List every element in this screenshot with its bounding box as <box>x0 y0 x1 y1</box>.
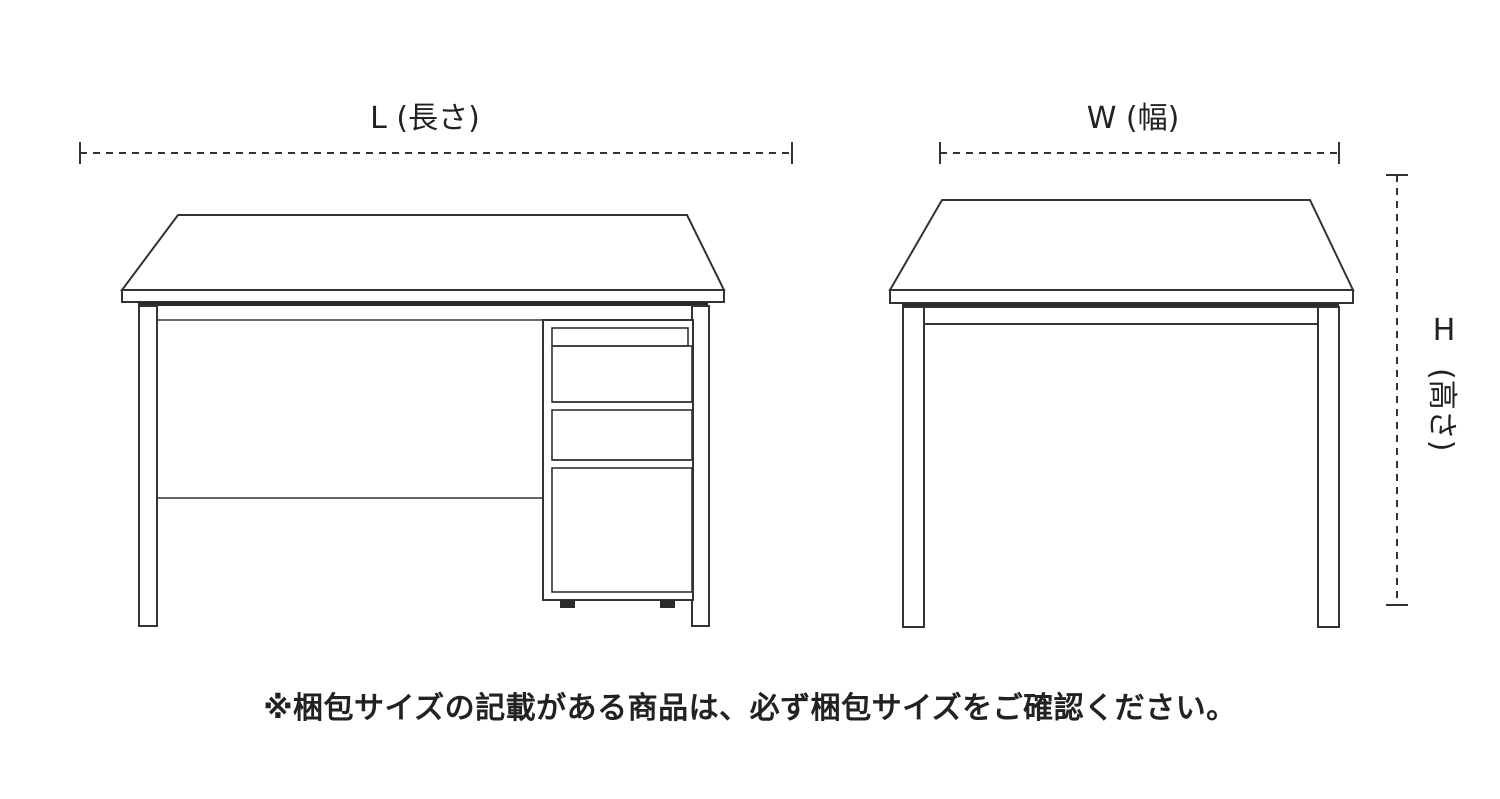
desk-front-leg-left <box>138 305 158 627</box>
drawer-3 <box>551 467 693 593</box>
height-label-paren: (高さ) <box>1424 368 1459 451</box>
height-label-letter: H <box>1433 313 1456 348</box>
desk-side-top-edge <box>889 289 1354 304</box>
desk-side-view <box>888 199 1355 628</box>
desk-front-top-shadow <box>138 302 708 306</box>
width-dimension: W (幅) <box>939 101 1340 164</box>
desk-front-top-surface <box>120 214 726 291</box>
desk-side-leg-left <box>902 306 925 628</box>
packaging-size-note: ※梱包サイズの記載がある商品は、必ず梱包サイズをご確認ください。 <box>263 691 1237 726</box>
drawer-foot-right <box>660 600 675 608</box>
desk-side-leg-right <box>1317 306 1340 628</box>
desk-side-top-shadow <box>902 303 1339 307</box>
desk-front-top-edge <box>121 289 725 303</box>
desk-front-leg-right <box>691 305 710 627</box>
length-dimension: L (長さ) <box>79 101 793 164</box>
desk-side-apron <box>923 306 1319 325</box>
height-dimension: H (高さ) <box>1386 174 1459 606</box>
desk-side-top-surface <box>888 199 1355 291</box>
drawer-foot-left <box>560 600 575 608</box>
length-label: L (長さ) <box>370 101 480 136</box>
desk-front-view <box>120 214 726 627</box>
width-label: W (幅) <box>1087 101 1180 136</box>
